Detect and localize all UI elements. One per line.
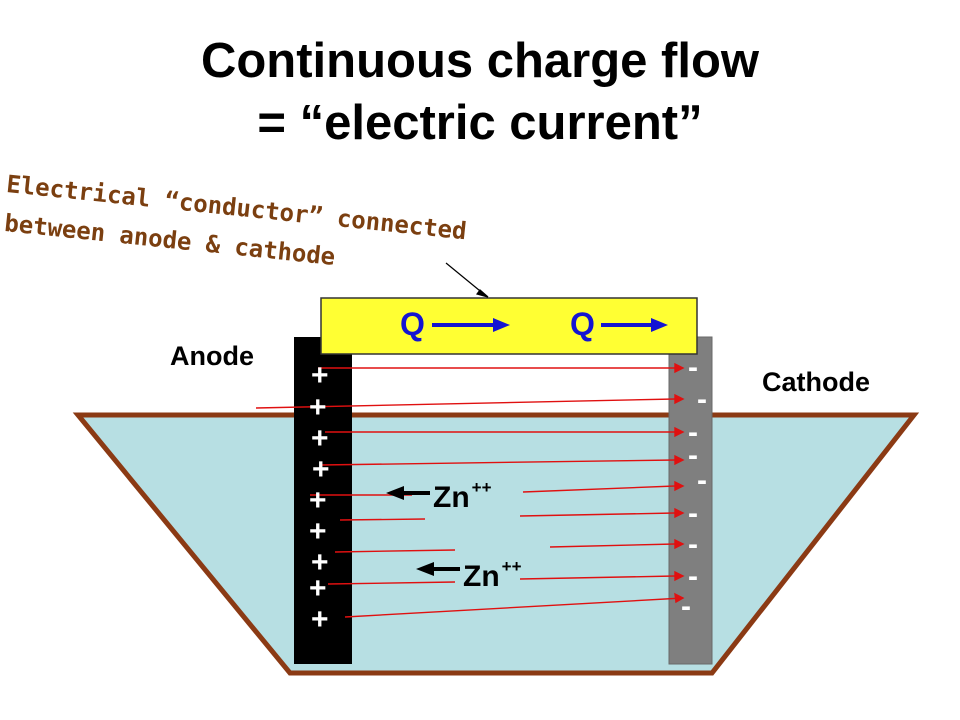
anode-electrode xyxy=(294,337,352,664)
anode-positive-charge: + xyxy=(311,359,329,392)
title-line-1: Continuous charge flow xyxy=(200,34,760,88)
charge-flow-arrows xyxy=(432,318,668,332)
cathode-label: Cathode xyxy=(762,367,870,397)
anode-positive-charge: + xyxy=(311,546,329,579)
anode-positive-charge: + xyxy=(311,422,329,455)
title-line-2: = “electric current” xyxy=(257,96,703,150)
cathode-negative-charge: - xyxy=(688,351,698,384)
cathode-electrode xyxy=(668,336,713,665)
anode-positive-charge: + xyxy=(312,453,330,486)
cathode-negative-charge: - xyxy=(697,383,707,416)
anode-label: Anode xyxy=(170,341,254,371)
ion-symbol: Zn xyxy=(463,560,500,593)
charge-q-label: Q xyxy=(400,306,425,342)
cathode-negative-charge: - xyxy=(688,439,698,472)
electrolyte-bath xyxy=(72,412,920,676)
cathode-negative-charge: - xyxy=(688,416,698,449)
zinc-ion-label: Zn++ xyxy=(463,557,522,594)
ion-charge: ++ xyxy=(471,478,492,497)
ion-symbol: Zn xyxy=(433,481,470,514)
anode-positive-charge: + xyxy=(309,484,327,517)
callout-leader-arrow xyxy=(445,262,489,298)
cathode-negative-charge: - xyxy=(688,497,698,530)
cathode-negative-charge: - xyxy=(697,464,707,497)
ion-arrows xyxy=(386,486,460,576)
anode-positive-charge: + xyxy=(309,515,327,548)
anode-positive-charge: + xyxy=(309,391,327,424)
cathode-negative-charge: - xyxy=(681,590,691,623)
ion-charge: ++ xyxy=(501,557,522,576)
zinc-ion-label: Zn++ xyxy=(433,478,492,515)
charge-q-label: Q xyxy=(570,306,595,342)
cathode-negative-charge: - xyxy=(688,560,698,593)
cathode-negative-charge: - xyxy=(688,528,698,561)
anode-positive-charge: + xyxy=(309,572,327,605)
anode-positive-charge: + xyxy=(311,603,329,636)
